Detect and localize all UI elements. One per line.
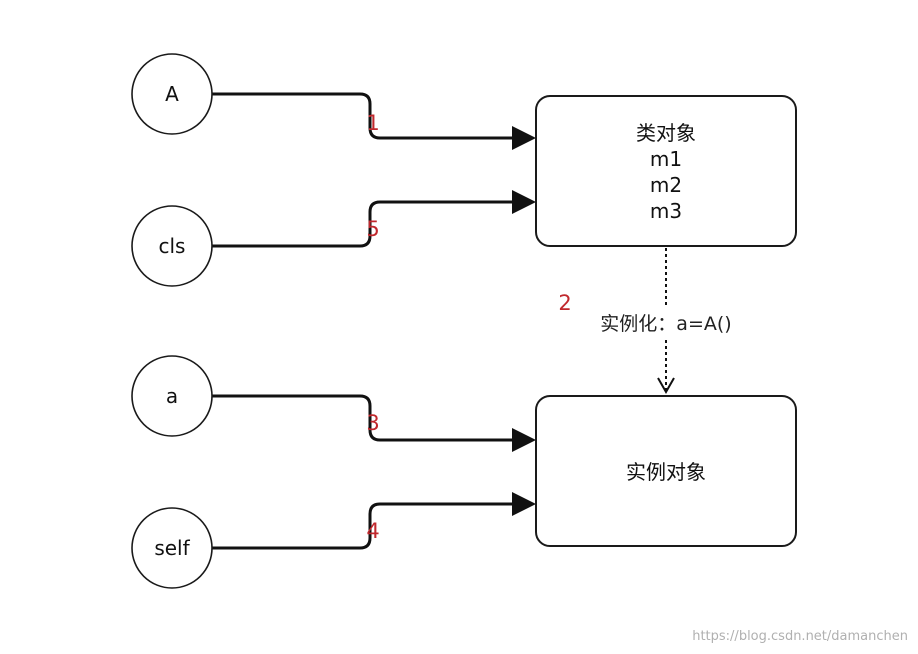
arrowhead-instance-ref-to-instance: [512, 428, 536, 452]
class-object-method-2: m2: [650, 173, 682, 197]
edge-cls-to-class: [212, 200, 516, 248]
watermark: https://blog.csdn.net/damanchen: [692, 629, 908, 644]
node-instance-ref-label: a: [166, 384, 178, 408]
instantiation-label: 实例化：a=A(): [600, 313, 731, 335]
edge-a-to-class: [212, 92, 516, 140]
step-label-2: 2: [558, 291, 571, 315]
class-object-title: 类对象: [636, 121, 696, 145]
node-self-ref-label: self: [154, 536, 190, 560]
edge-self-to-instance: [212, 502, 516, 550]
node-cls-ref-label: cls: [159, 234, 186, 258]
step-label-4: 4: [366, 519, 379, 543]
step-label-3: 3: [366, 411, 379, 435]
instance-object-box: 实例对象: [535, 395, 797, 547]
class-object-method-1: m1: [650, 147, 682, 171]
instance-object-title: 实例对象: [626, 460, 706, 484]
arrowhead-instantiation: [657, 377, 675, 395]
node-class-ref-label: A: [165, 82, 179, 106]
node-class-ref: A: [131, 53, 213, 135]
step-label-1: 1: [366, 111, 379, 135]
edge-instance-ref-to-instance: [212, 394, 516, 442]
step-label-5: 5: [366, 217, 379, 241]
node-instance-ref: a: [131, 355, 213, 437]
node-self-ref: self: [131, 507, 213, 589]
class-object-method-3: m3: [650, 199, 682, 223]
node-cls-ref: cls: [131, 205, 213, 287]
arrowhead-a-to-class: [512, 126, 536, 150]
arrowhead-cls-to-class: [512, 190, 536, 214]
arrowhead-self-to-instance: [512, 492, 536, 516]
class-object-box: 类对象 m1 m2 m3: [535, 95, 797, 247]
instantiation-label-bg: [584, 308, 750, 338]
